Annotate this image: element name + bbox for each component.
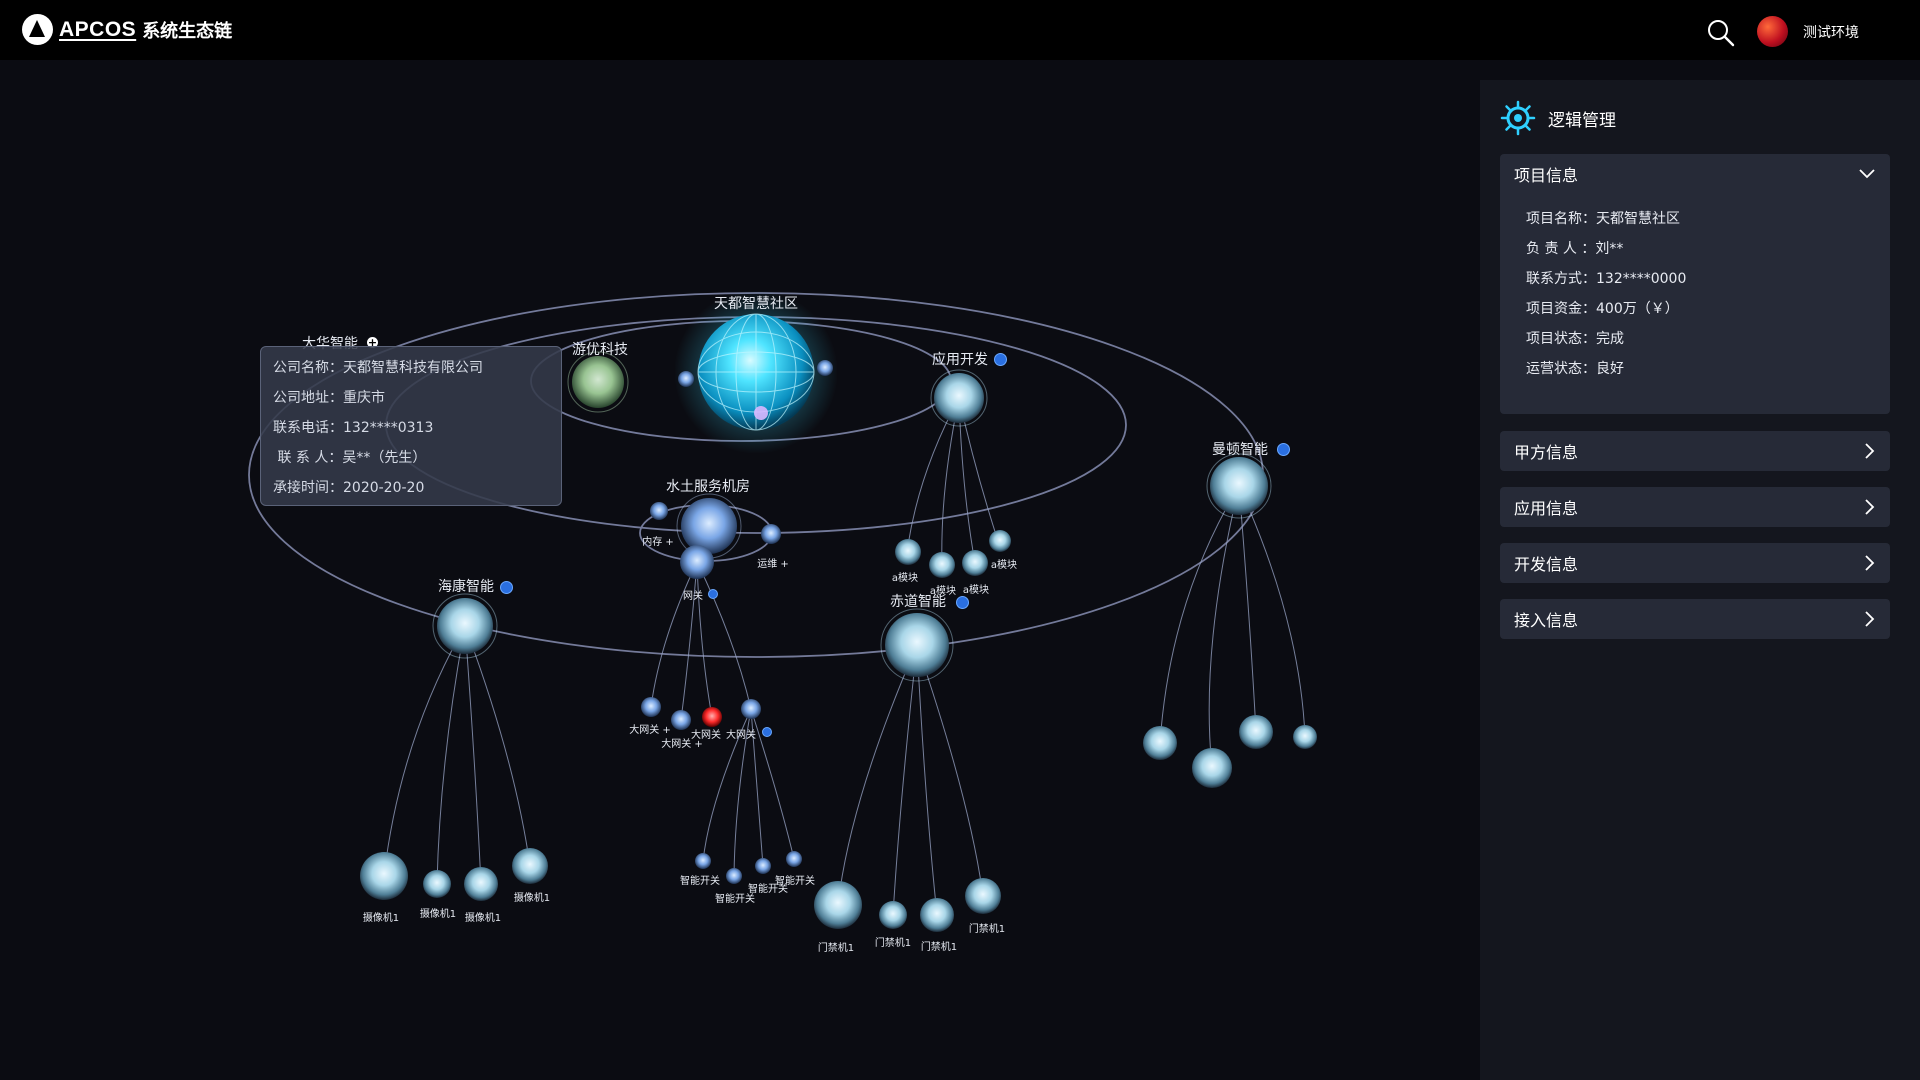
manton-children[interactable] (1143, 715, 1317, 788)
label-switch-4: 智能开关 (775, 876, 815, 887)
tooltip-row: 承接时间：2020-20-20 (273, 480, 425, 496)
search-icon[interactable] (1706, 18, 1736, 48)
label-door-2: 门禁机1 (874, 938, 912, 949)
chevron-right-icon (1865, 555, 1875, 571)
expand-dahua-icon[interactable]: + (367, 336, 378, 349)
chevron-down-icon (1859, 169, 1875, 179)
company-tooltip: 公司名称：天都智慧科技有限公司 公司地址：重庆市 联系电话：132****031… (260, 346, 562, 506)
env-label[interactable]: 测试环境 (1803, 25, 1859, 41)
label-camera-4: 摄像机1 (513, 893, 551, 904)
label-memory: 内存 + (642, 537, 674, 548)
app-name: 系统生态链 (142, 20, 233, 42)
info-row: 项目状态：完成 (1526, 331, 1624, 347)
logo-text: APCOS (59, 17, 137, 41)
logo-a-icon (22, 14, 53, 45)
info-row: 运营状态：良好 (1526, 361, 1624, 377)
switch-nodes[interactable] (695, 851, 802, 884)
avatar[interactable] (1757, 16, 1788, 47)
label-manton: 曼顿智能 (1212, 442, 1268, 458)
node-app-dev[interactable] (930, 369, 988, 427)
collapse-hikvision-icon[interactable] (500, 581, 513, 594)
section-client-info[interactable]: 甲方信息 (1500, 431, 1890, 471)
ecosystem-graph: 天都智慧社区 大华智能 + 游优科技 应用开发 曼顿智能 水土服务机房 海康智能… (0, 60, 1480, 1080)
tooltip-row: 联系电话：132****0313 (273, 420, 434, 436)
node-youyou[interactable] (567, 351, 629, 413)
collapse-manton-icon[interactable] (1277, 443, 1290, 456)
section-dev-info-header[interactable]: 开发信息 (1500, 543, 1890, 583)
app-logo[interactable]: APCOS 系统生态链 (22, 14, 232, 45)
info-row: 负 责 人 ：刘** (1526, 241, 1624, 257)
section-access-info[interactable]: 接入信息 (1500, 599, 1890, 639)
section-project-info: 项目信息 项目名称：天都智慧社区 负 责 人 ：刘** 联系方式：132****… (1500, 154, 1890, 414)
label-camera-3: 摄像机1 (464, 913, 502, 924)
central-globe[interactable] (674, 290, 838, 454)
label-module-4: a模块 (990, 560, 1018, 571)
label-ops: 运维 + (757, 559, 789, 570)
label-camera-1: 摄像机1 (362, 913, 400, 924)
collapse-big-gateway-icon[interactable] (762, 727, 772, 737)
tooltip-row: 公司地址：重庆市 (273, 390, 385, 406)
logic-panel: 逻辑管理 项目信息 项目名称：天都智慧社区 负 责 人 ：刘** 联系方式：13… (1480, 80, 1920, 1080)
label-switch-3: 智能开关 (748, 884, 788, 895)
label-door-1: 门禁机1 (817, 943, 855, 954)
info-row: 项目名称：天都智慧社区 (1526, 211, 1680, 227)
node-chidao[interactable] (880, 608, 954, 682)
node-server-room[interactable] (676, 493, 742, 559)
label-server-room: 水土服务机房 (666, 479, 750, 495)
project-info-body: 项目名称：天都智慧社区 负 责 人 ：刘** 联系方式：132****0000 … (1500, 194, 1890, 398)
label-door-3: 门禁机1 (920, 942, 958, 953)
collapse-app-dev-icon[interactable] (994, 353, 1007, 366)
camera-nodes[interactable] (360, 848, 548, 901)
section-app-info[interactable]: 应用信息 (1500, 487, 1890, 527)
collapse-gateway-icon[interactable] (708, 589, 718, 599)
chevron-right-icon (1865, 443, 1875, 459)
label-door-4: 门禁机1 (968, 924, 1006, 935)
server-room-children[interactable] (650, 502, 781, 579)
label-switch-1: 智能开关 (680, 876, 720, 887)
chevron-right-icon (1865, 499, 1875, 515)
door-access-nodes[interactable] (814, 878, 1001, 932)
label-switch-2: 智能开关 (715, 894, 755, 905)
section-project-info-header[interactable]: 项目信息 (1500, 154, 1890, 194)
label-big-gateway-4: 大网关 (726, 730, 756, 741)
collapse-chidao-icon[interactable] (956, 596, 969, 609)
section-client-info-header[interactable]: 甲方信息 (1500, 431, 1890, 471)
module-nodes[interactable] (895, 530, 1011, 578)
section-app-info-header[interactable]: 应用信息 (1500, 487, 1890, 527)
node-hikvision[interactable] (432, 593, 498, 659)
label-module-2: a模块 (929, 586, 957, 597)
section-dev-info[interactable]: 开发信息 (1500, 543, 1890, 583)
helm-icon (1500, 100, 1536, 136)
chevron-right-icon (1865, 611, 1875, 627)
top-bar: APCOS 系统生态链 测试环境 (0, 0, 1920, 60)
label-chidao: 赤道智能 (890, 594, 946, 610)
node-manton[interactable] (1206, 453, 1272, 519)
label-youyou: 游优科技 (572, 342, 628, 358)
label-module-3: a模块 (962, 585, 990, 596)
label-big-gateway-3: 大网关 (691, 730, 721, 741)
label-app-dev: 应用开发 (932, 352, 988, 368)
label-camera-2: 摄像机1 (419, 909, 457, 920)
panel-title: 逻辑管理 (1548, 110, 1616, 131)
label-big-gateway-2: 大网关 + (661, 739, 703, 750)
section-access-info-header[interactable]: 接入信息 (1500, 599, 1890, 639)
label-big-gateway-1: 大网关 + (629, 725, 671, 736)
tooltip-row: 公司名称：天都智慧科技有限公司 (273, 360, 483, 376)
panel-header: 逻辑管理 (1500, 100, 1616, 136)
tooltip-row: 联 系 人：吴**（先生） (273, 450, 427, 466)
label-gateway: 网关 (683, 591, 703, 602)
label-hikvision: 海康智能 (438, 579, 494, 595)
info-row: 项目资金：400万（￥） (1526, 301, 1679, 317)
info-row: 联系方式：132****0000 (1526, 271, 1687, 287)
label-module-1: a模块 (891, 573, 919, 584)
center-label: 天都智慧社区 (714, 296, 798, 312)
connector-lines (383, 397, 1306, 916)
gateway-nodes[interactable] (641, 697, 761, 730)
